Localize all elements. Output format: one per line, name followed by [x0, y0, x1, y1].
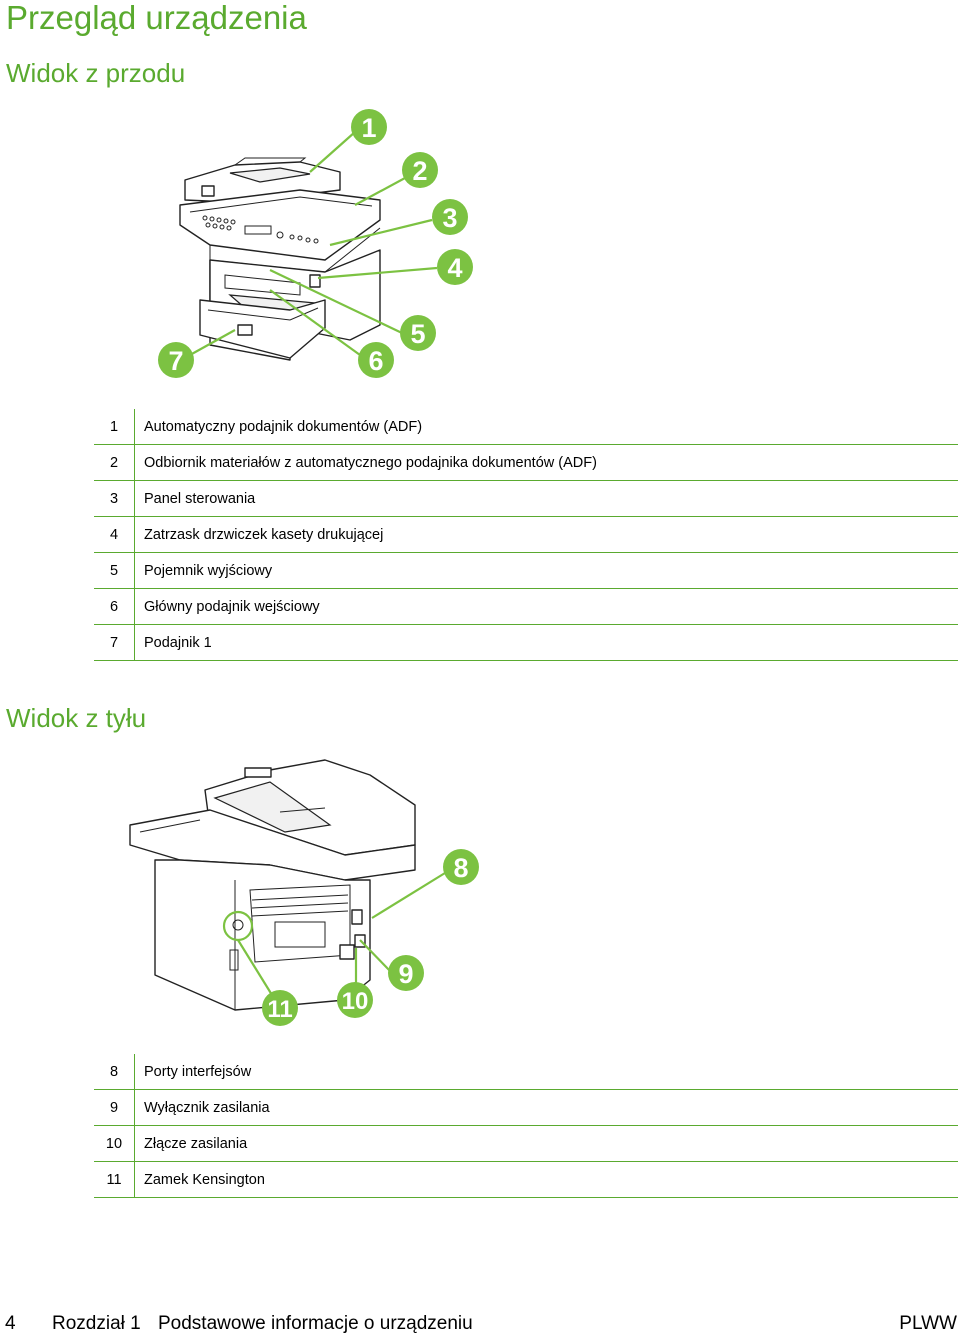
callout-8: 8: [453, 853, 468, 883]
table-row: 1 Automatyczny podajnik dokumentów (ADF): [94, 409, 958, 445]
page-title: Przegląd urządzenia: [6, 0, 307, 36]
item-number: 8: [94, 1054, 135, 1090]
page-footer: 4 Rozdział 1 Podstawowe informacje o urz…: [0, 1312, 960, 1336]
item-label: Podajnik 1: [134, 624, 958, 661]
callout-4: 4: [447, 253, 462, 283]
printer-rear-illustration: [129, 759, 416, 1011]
item-label: Pojemnik wyjściowy: [134, 552, 958, 589]
rear-parts-table: 8 Porty interfejsów 9 Wyłącznik zasilani…: [94, 1054, 958, 1198]
page-number: 4: [5, 1313, 16, 1334]
item-number: 11: [94, 1161, 135, 1198]
item-label: Wyłącznik zasilania: [134, 1089, 958, 1126]
callout-9: 9: [398, 959, 413, 989]
table-row: 2 Odbiornik materiałów z automatycznego …: [94, 444, 958, 481]
item-label: Porty interfejsów: [134, 1054, 958, 1090]
callout-11: 11: [267, 996, 292, 1023]
table-row: 4 Zatrzask drzwiczek kasety drukującej: [94, 516, 958, 553]
callout-2: 2: [412, 156, 427, 186]
item-label: Panel sterowania: [134, 480, 958, 517]
table-row: 7 Podajnik 1: [94, 624, 958, 661]
front-callouts: 1 2 3 4 5 6 7: [158, 109, 473, 378]
item-number: 2: [94, 444, 135, 481]
item-label: Złącze zasilania: [134, 1125, 958, 1162]
callout-6: 6: [368, 346, 383, 376]
callout-1: 1: [361, 113, 376, 143]
callout-7: 7: [168, 346, 183, 376]
item-label: Główny podajnik wejściowy: [134, 588, 958, 625]
callout-3: 3: [442, 203, 457, 233]
rear-view-heading: Widok z tyłu: [6, 703, 147, 733]
item-number: 1: [94, 409, 135, 445]
table-row: 5 Pojemnik wyjściowy: [94, 552, 958, 589]
callout-10: 10: [342, 988, 369, 1015]
item-number: 5: [94, 552, 135, 589]
item-label: Automatyczny podajnik dokumentów (ADF): [134, 409, 958, 445]
item-number: 9: [94, 1089, 135, 1126]
table-row: 3 Panel sterowania: [94, 480, 958, 517]
table-row: 6 Główny podajnik wejściowy: [94, 588, 958, 625]
item-label: Odbiornik materiałów z automatycznego po…: [134, 444, 958, 481]
item-number: 7: [94, 624, 135, 661]
chapter-label: Rozdział 1: [52, 1313, 141, 1334]
item-number: 6: [94, 588, 135, 625]
front-parts-table: 1 Automatyczny podajnik dokumentów (ADF)…: [94, 409, 958, 661]
item-number: 3: [94, 480, 135, 517]
control-panel-buttons-icon: [202, 215, 319, 244]
table-row: 10 Złącze zasilania: [94, 1125, 958, 1162]
item-label: Zatrzask drzwiczek kasety drukującej: [134, 516, 958, 553]
table-row: 9 Wyłącznik zasilania: [94, 1089, 958, 1126]
table-row: 11 Zamek Kensington: [94, 1161, 958, 1198]
chapter-title: Podstawowe informacje o urządzeniu: [158, 1313, 473, 1334]
callout-5: 5: [410, 319, 425, 349]
item-number: 4: [94, 516, 135, 553]
table-row: 8 Porty interfejsów: [94, 1054, 958, 1090]
rear-callouts: 8 9 10 11: [222, 849, 479, 1026]
printer-front-illustration: [179, 157, 381, 361]
locale-code: PLWW: [899, 1313, 957, 1334]
item-label: Zamek Kensington: [134, 1161, 958, 1198]
front-view-heading: Widok z przodu: [6, 58, 186, 88]
item-number: 10: [94, 1125, 135, 1162]
